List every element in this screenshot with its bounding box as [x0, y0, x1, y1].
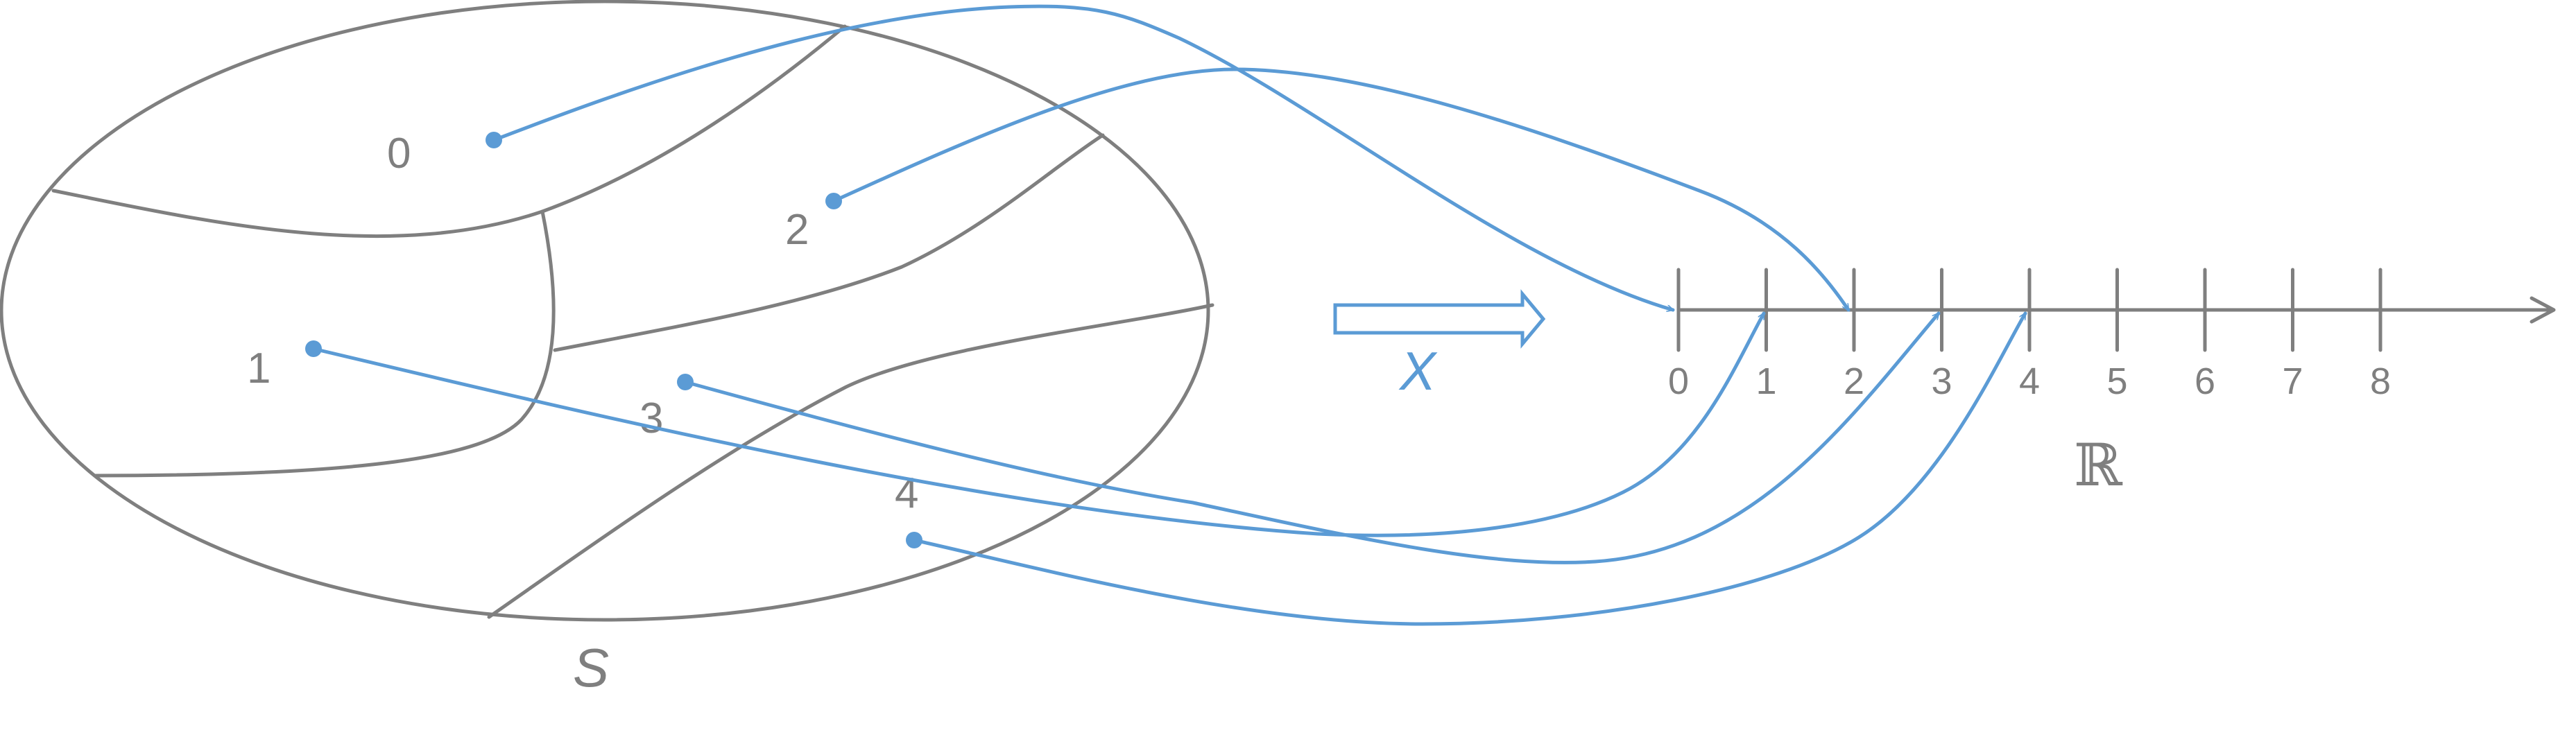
mapping-arrow-icon	[1333, 289, 1546, 349]
mapping-curves	[311, 4, 2027, 626]
number-line-tick-labels: 0 1 2 3 4 5 6 7 8	[1668, 361, 2391, 402]
outcome-labels: 0 1 2 3 4	[247, 130, 918, 517]
partition-curve-1	[93, 209, 556, 478]
mapping-label: X	[1398, 340, 1438, 401]
partition-curve-0	[51, 24, 847, 239]
mapping-curve-4	[912, 311, 2027, 626]
number-line-arrowhead-icon	[2530, 296, 2556, 324]
outcome-dot-1	[305, 340, 322, 357]
outcome-dot-0	[486, 132, 502, 148]
tick-label-3: 3	[1931, 361, 1952, 402]
partition-curve-2	[553, 133, 1105, 352]
tick-label-0: 0	[1668, 361, 1689, 402]
outcome-label-0: 0	[387, 130, 411, 177]
tick-label-5: 5	[2106, 361, 2127, 402]
outcome-dot-2	[825, 193, 842, 209]
tick-label-8: 8	[2370, 361, 2391, 402]
sample-space-label: S	[573, 637, 609, 698]
tick-label-1: 1	[1755, 361, 1776, 402]
number-line-ticks	[1676, 268, 2382, 352]
mapping-curve-0	[492, 4, 1675, 310]
outcome-label-2: 2	[785, 206, 809, 254]
codomain-label: ℝ	[2074, 431, 2123, 499]
mapping-curve-3	[683, 311, 1941, 564]
outcome-label-3: 3	[639, 394, 663, 442]
tick-label-2: 2	[1844, 361, 1864, 402]
tick-label-6: 6	[2195, 361, 2215, 402]
tick-label-4: 4	[2019, 361, 2040, 402]
tick-label-7: 7	[2282, 361, 2303, 402]
sample-space-ellipse	[0, 0, 1210, 622]
outcome-dot-4	[906, 532, 922, 548]
outcome-dot-3	[677, 374, 694, 390]
number-line: 0 1 2 3 4 5 6 7 8	[1668, 268, 2556, 402]
outcome-dots	[305, 132, 922, 548]
mapping-arrow: X	[1333, 289, 1546, 401]
mapping-curve-2	[832, 67, 1851, 312]
sample-space	[0, 0, 1214, 622]
outcome-label-1: 1	[247, 345, 271, 392]
partition-curve-3	[487, 303, 1214, 619]
mapping-curve-1	[311, 311, 1766, 537]
